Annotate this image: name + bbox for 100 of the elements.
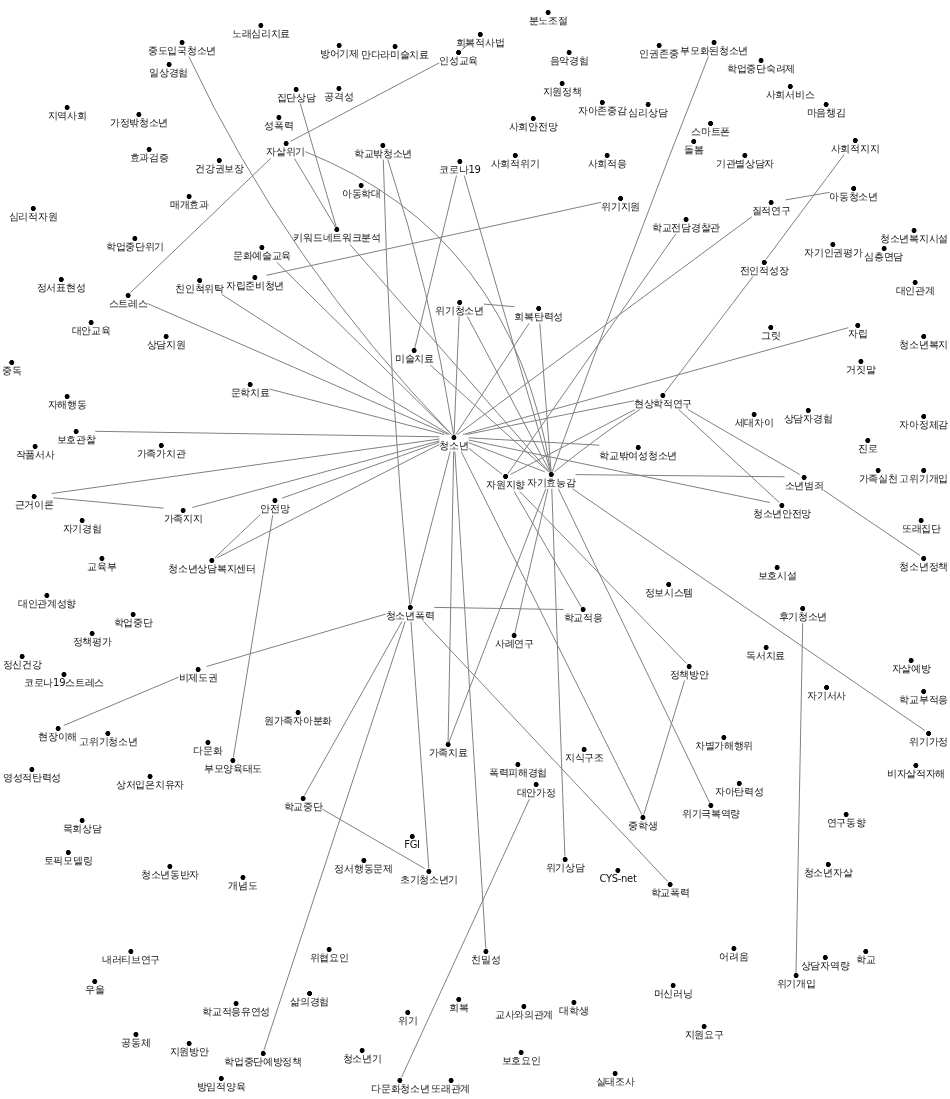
- keyword-node: 방임적양육: [196, 1075, 246, 1093]
- keyword-node: 현상학적연구: [633, 392, 693, 410]
- connector-line: [513, 490, 582, 608]
- connector-line: [468, 437, 600, 446]
- keyword-node: 문화예술교육: [232, 245, 292, 263]
- keyword-node: 상담자경험: [783, 407, 833, 425]
- connector-line: [465, 400, 635, 435]
- keyword-node: 청소년동반자: [140, 863, 200, 881]
- connector-line: [293, 157, 337, 228]
- keyword-node: 청소년: [439, 434, 469, 452]
- connector-line: [519, 490, 688, 664]
- keyword-node: 사회서비스: [765, 83, 815, 101]
- connector-line: [551, 488, 566, 857]
- keyword-node: 고위기개입: [899, 467, 948, 485]
- keyword-node: 사례연구: [494, 632, 534, 650]
- keyword-node: 보호시설: [757, 564, 797, 582]
- connector-line: [539, 322, 552, 473]
- keyword-node: 코로나19스트레스: [24, 672, 104, 689]
- keyword-node: 공동체: [121, 1031, 151, 1049]
- keyword-node: 사회안전망: [508, 115, 558, 133]
- keyword-node: 전인적성장: [739, 259, 789, 277]
- keyword-node: 자아정체감: [899, 413, 948, 431]
- connector-line: [514, 488, 549, 634]
- keyword-node: 위기극복역량: [681, 803, 741, 820]
- connector-line: [410, 621, 430, 869]
- keyword-node: 목회상담: [62, 817, 102, 835]
- keyword-node: 정서표현성: [36, 276, 86, 294]
- connector-line: [456, 216, 753, 435]
- connector-line: [423, 621, 669, 882]
- keyword-node: 중도입국청소년: [148, 39, 216, 57]
- keyword-node: 중독: [2, 359, 22, 377]
- keyword-node: 내러티브연구: [101, 948, 161, 966]
- keyword-node: 지식구조: [565, 747, 604, 765]
- connector-line: [429, 364, 550, 473]
- connector-line: [433, 606, 565, 610]
- connector-line: [678, 409, 780, 503]
- keyword-node: 아동청소년: [829, 185, 878, 203]
- connector-line: [321, 808, 426, 869]
- connector-line: [822, 489, 921, 556]
- keyword-node: 또래관계: [431, 1077, 471, 1095]
- keyword-node: 교육부: [87, 555, 117, 573]
- keyword-node: 그릿: [761, 324, 781, 342]
- connector-line: [448, 488, 547, 743]
- keyword-node: 위기: [398, 1009, 418, 1027]
- keyword-node: 부모양육태도: [203, 757, 263, 775]
- keyword-node: 건강권보장: [195, 157, 244, 175]
- keyword-node: 대학생: [559, 999, 589, 1017]
- connector-line: [454, 451, 487, 949]
- keyword-node: 문학치료: [230, 381, 270, 399]
- keyword-node: 회복탄력성: [514, 306, 563, 324]
- connector-line: [232, 514, 274, 758]
- keyword-node: 청소년정책: [899, 555, 948, 573]
- connector-line: [553, 409, 641, 473]
- keyword-node: 청소년복지: [899, 333, 948, 351]
- keyword-node: 인성교육: [439, 50, 479, 67]
- connector-line: [414, 175, 457, 349]
- keyword-node: 또래집단: [901, 518, 941, 536]
- connector-line: [483, 303, 515, 308]
- connector-line: [664, 276, 754, 393]
- connector-line: [387, 159, 455, 435]
- keyword-node: 정서행동문제: [334, 858, 393, 876]
- connector-line: [557, 488, 711, 804]
- connector-line: [51, 438, 440, 494]
- keyword-node: 정책방안: [669, 663, 709, 681]
- keyword-node: 지원정책: [542, 80, 582, 98]
- connector-line: [460, 451, 643, 815]
- keyword-node: 학교전담경찰관: [652, 216, 720, 234]
- keyword-node: 노래심리치료: [231, 22, 291, 40]
- keyword-node: 위기개입: [776, 973, 816, 991]
- keyword-node: 우울: [85, 978, 105, 996]
- keyword-node: 비제도권: [178, 666, 218, 684]
- keyword-node: 거짓말: [846, 358, 876, 376]
- keyword-node: 방어기제: [320, 42, 359, 60]
- keyword-node: 머신러닝: [653, 982, 693, 1000]
- keyword-node: 자아탄력성: [714, 781, 764, 799]
- keyword-node: 안전망: [260, 498, 290, 516]
- keyword-node: 토픽모델링: [43, 849, 93, 867]
- keyword-node: 대안교육: [71, 319, 111, 337]
- keyword-node: 마음챙김: [806, 101, 846, 119]
- keyword-node: 스마트폰: [691, 121, 731, 139]
- connector-line: [382, 159, 411, 605]
- keyword-node: 학교부적응: [899, 688, 948, 706]
- keyword-node: 친밀성: [471, 948, 501, 966]
- connector-line: [468, 439, 771, 503]
- keyword-node: 가족실천: [858, 467, 898, 485]
- keyword-node: 부모화된청소년: [680, 39, 749, 57]
- connector-line: [146, 303, 449, 435]
- keyword-node: 아동학대: [342, 183, 381, 201]
- keyword-node: 상담지원: [146, 333, 186, 351]
- keyword-node: 자살위기: [266, 141, 306, 159]
- keyword-node: 대안가정: [516, 782, 556, 800]
- keyword-node: 어려움: [719, 945, 749, 963]
- keyword-node: 보호관찰: [56, 428, 96, 446]
- keyword-node: 미술치료: [394, 347, 434, 365]
- keyword-node: 질적연구: [751, 199, 791, 217]
- connector-line: [785, 191, 830, 201]
- connector-line: [462, 327, 849, 435]
- keyword-node: 고위기청소년: [79, 730, 138, 748]
- connector-line: [52, 497, 165, 509]
- connector-line: [281, 441, 440, 499]
